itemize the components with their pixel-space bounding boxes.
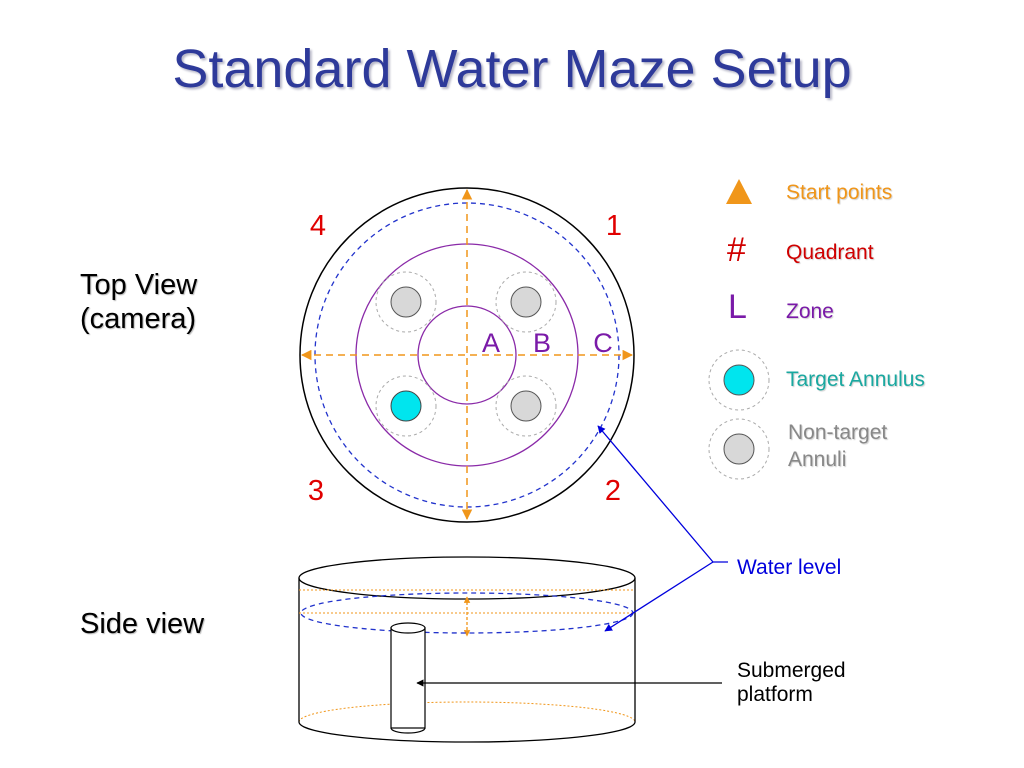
top-view-pool: 4 1 3 2 A B C	[299, 187, 635, 523]
legend-zone: Zone	[786, 300, 834, 323]
top-view-label-line1: Top View	[80, 269, 198, 301]
top-view-label: Top View (camera)	[80, 268, 197, 336]
legend-quadrant: Quadrant	[786, 241, 874, 264]
annulus-ring-q4	[375, 271, 437, 333]
target-annulus-ring-icon	[708, 349, 770, 411]
annulus-q4	[390, 286, 422, 318]
pool-bottom-front	[298, 721, 636, 743]
non-target-annulus-icon	[723, 433, 755, 465]
side-view-pool	[298, 556, 636, 743]
zone-letter-b: B	[533, 328, 551, 358]
legend-zone-symbol: L	[728, 288, 747, 326]
non-target-annulus-ring-icon	[708, 418, 770, 480]
water-level-pointer-side	[604, 561, 714, 632]
zone-letter-a: A	[482, 328, 500, 358]
annulus-ring-q3	[375, 375, 437, 437]
legend-non-target-line2: Annuli	[788, 448, 847, 471]
top-view-label-line2: (camera)	[80, 303, 197, 335]
quadrant-number-2: 2	[605, 475, 621, 507]
annulus-q3-target	[390, 390, 422, 422]
legend-quadrant-symbol: #	[727, 231, 746, 269]
pool-outer-wall	[299, 187, 635, 523]
submerged-platform-line1: Submerged	[737, 659, 846, 682]
legend-target-annulus: Target Annulus	[786, 368, 925, 391]
annulus-ring-q2	[495, 375, 557, 437]
zone-letter-c: C	[593, 328, 613, 358]
submerged-platform-line2: platform	[737, 683, 813, 706]
start-point-triangle-icon	[726, 179, 752, 204]
side-view-label: Side view	[80, 608, 205, 640]
page-title: Standard Water Maze Setup	[172, 39, 852, 99]
submerged-platform-label: Submerged platform	[737, 659, 846, 707]
annulus-q2	[510, 390, 542, 422]
legend-non-target-line1: Non-target	[788, 421, 888, 444]
quadrant-number-4: 4	[310, 210, 326, 242]
annulus-q1	[510, 286, 542, 318]
quadrant-number-1: 1	[606, 210, 622, 242]
platform-base	[390, 727, 426, 734]
legend-non-target-annuli: Non-target Annuli	[788, 419, 887, 473]
annulus-ring-q1	[495, 271, 557, 333]
target-annulus-icon	[723, 364, 755, 396]
water-level-label: Water level	[737, 556, 842, 579]
zone-a-ring	[417, 305, 517, 405]
pool-water-edge	[314, 202, 620, 508]
legend-start-points: Start points	[786, 181, 893, 204]
platform-column	[390, 627, 426, 729]
platform-top	[390, 622, 426, 634]
quadrant-number-3: 3	[308, 475, 324, 507]
pool-bottom-back	[298, 701, 636, 723]
